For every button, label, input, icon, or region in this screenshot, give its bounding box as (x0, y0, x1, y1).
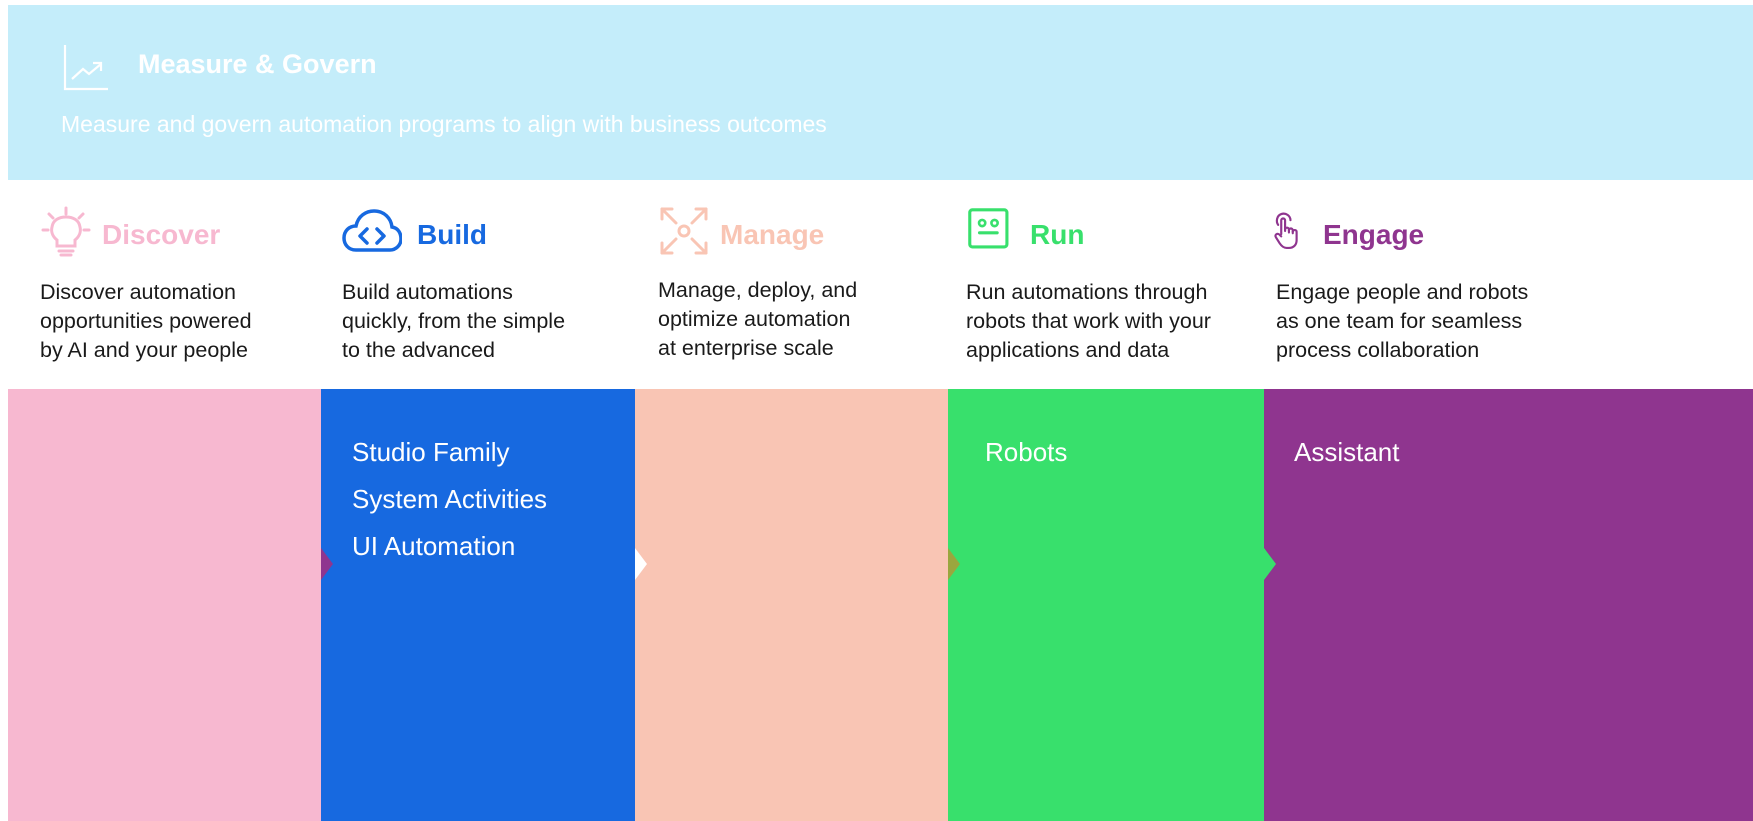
pillar-description-run: Run automations through robots that work… (966, 278, 1266, 365)
chart-trend-icon (63, 45, 108, 91)
list-item: System Activities (352, 484, 548, 514)
description-line: optimize automation (658, 307, 851, 331)
column-run: Robots (948, 389, 1264, 821)
pillar-title-run: Run (1030, 219, 1085, 250)
list-item: Studio Family (352, 437, 510, 467)
description-line: process collaboration (1276, 338, 1480, 362)
description-line: as one team for seamless (1276, 309, 1523, 333)
pillar-title-build: Build (417, 219, 487, 250)
build-product-list: Studio Family System Activities UI Autom… (352, 429, 547, 570)
description-line: Run automations through (966, 280, 1208, 304)
description-line: opportunities powered (40, 309, 252, 333)
description-line: to the advanced (342, 338, 496, 362)
description-line: applications and data (966, 338, 1170, 362)
column-divider-chevron (1264, 548, 1276, 580)
description-line: quickly, from the simple (342, 309, 566, 333)
pillar-title-discover: Discover (102, 219, 221, 250)
pillar-title-engage: Engage (1323, 219, 1425, 250)
pillar-description-build: Build automations quickly, from the simp… (342, 278, 642, 365)
robot-face-icon (968, 208, 1009, 249)
hand-pointer-icon (1274, 212, 1298, 249)
banner-subtitle: Measure and govern automation programs t… (61, 111, 827, 137)
column-manage (635, 389, 948, 821)
expand-arrows-icon (660, 207, 708, 255)
measure-govern-banner: Measure & Govern Measure and govern auto… (8, 5, 1753, 180)
description-line: Manage, deploy, and (658, 278, 858, 302)
description-line: Discover automation (40, 280, 236, 304)
pillar-description-manage: Manage, deploy, and optimize automation … (658, 276, 958, 363)
run-product-list: Robots (985, 429, 1067, 476)
column-divider-chevron (635, 548, 647, 580)
column-discover (8, 389, 321, 821)
lightbulb-icon (41, 206, 91, 257)
banner-title: Measure & Govern (138, 49, 377, 79)
engage-product-list: Assistant (1294, 429, 1400, 476)
pillar-description-discover: Discover automation opportunities powere… (40, 278, 340, 365)
description-line: robots that work with your (966, 309, 1211, 333)
column-divider-chevron (948, 548, 960, 580)
list-item: Assistant (1294, 437, 1400, 467)
description-line: Engage people and robots (1276, 280, 1529, 304)
cloud-code-icon (342, 209, 402, 252)
description-line: by AI and your people (40, 338, 248, 362)
column-divider-chevron (321, 548, 333, 580)
pillar-description-engage: Engage people and robots as one team for… (1276, 278, 1576, 365)
list-item: UI Automation (352, 531, 516, 561)
column-build: Studio Family System Activities UI Autom… (321, 389, 635, 821)
description-line: Build automations (342, 280, 513, 304)
column-engage: Assistant (1264, 389, 1753, 821)
list-item: Robots (985, 437, 1068, 467)
pillar-title-manage: Manage (720, 219, 825, 250)
description-line: at enterprise scale (658, 336, 834, 360)
